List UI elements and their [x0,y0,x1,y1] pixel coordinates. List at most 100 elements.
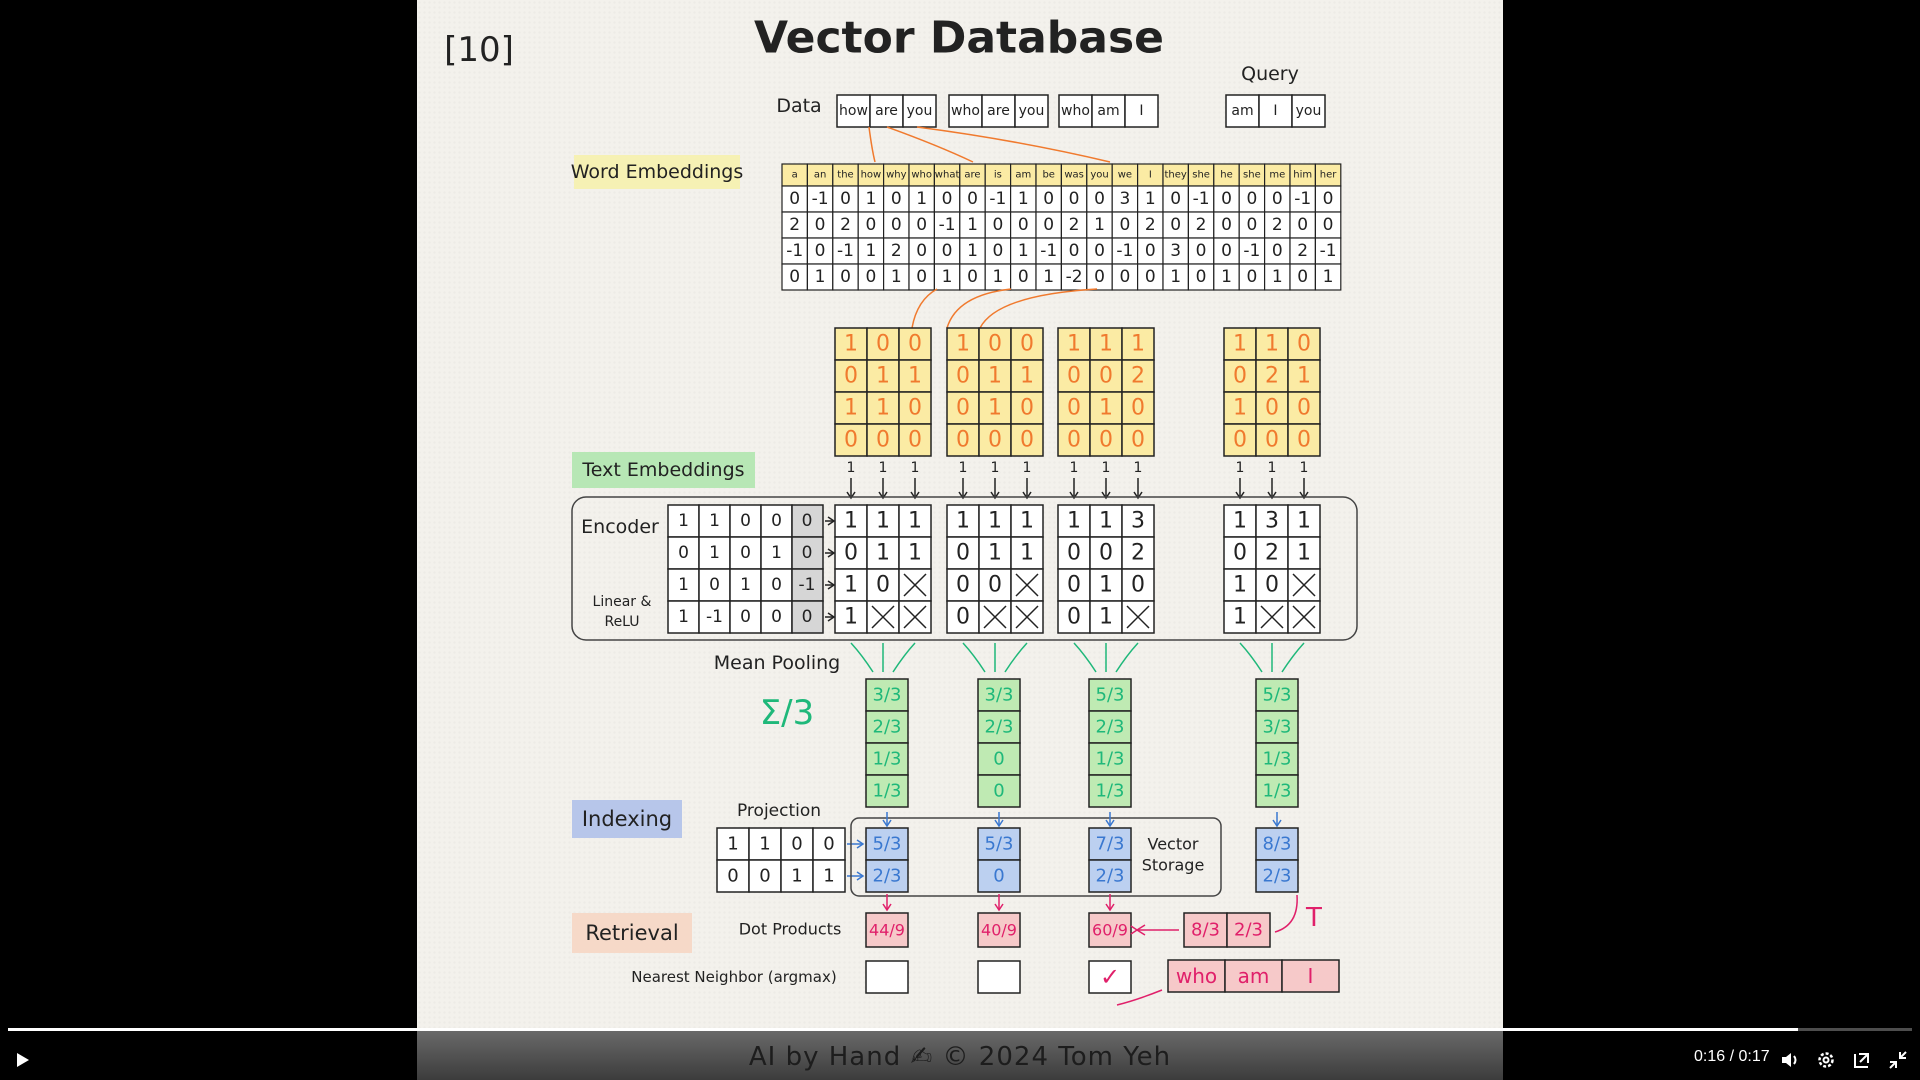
embedding-value: -1 [837,241,854,261]
bias-arrow-head [1101,491,1111,500]
weight-cell [667,568,700,602]
embedding-value: 0 [1246,215,1257,235]
input-matrix-value: 0 [956,364,970,389]
gear-icon[interactable] [1810,1044,1842,1076]
query-to-dot-arrow-head [1130,925,1139,935]
embedding-cell [1187,185,1215,213]
input-matrix-value: 0 [1265,396,1279,421]
credit-right: © 2024 Tom Yeh [942,1042,1172,1072]
pooling-arrow [850,642,874,673]
bias-one: 1 [911,460,920,476]
word-embeddings-label: Word Embeddings [571,161,744,183]
input-matrix-value: 0 [1233,364,1247,389]
pooled-value: 2/3 [873,717,902,738]
retrieval-label-bg [572,913,692,953]
projected-cell [1088,859,1132,893]
volume-icon[interactable] [1774,1044,1806,1076]
projected-value: 2/3 [1263,866,1292,887]
miniplayer-icon[interactable] [1846,1044,1878,1076]
bias-one: 1 [959,460,968,476]
bias-arrow-head [958,491,968,500]
pooled-cell [1255,742,1299,776]
embedding-cell [1162,263,1189,291]
projected-value: 0 [993,866,1004,887]
embedding-value: -1 [1193,189,1210,209]
dot-product-value: 60/9 [1092,921,1128,940]
vocab-word: a [792,170,798,181]
data-word-cell [981,94,1016,128]
answer-word: I [1308,964,1314,988]
weight-cell [760,536,793,570]
vocab-word: is [994,170,1002,181]
input-matrix-cell [946,327,980,361]
bias-arrow-head [1069,491,1079,500]
embedding-value: 2 [1145,215,1156,235]
input-matrix-cell [1089,327,1123,361]
encoded-matrix-value: 1 [1099,573,1113,598]
pooled-value: 3/3 [1263,717,1292,738]
input-matrix-value: 0 [908,396,922,421]
embedding-cell [959,211,986,239]
projection-value: 1 [759,834,770,855]
pooling-arrow [1281,642,1305,673]
input-matrix-value: 1 [1131,332,1145,357]
pooled-value: 1/3 [1263,781,1292,802]
weight-value: 0 [709,575,720,595]
bias-arrow-head [910,491,920,500]
data-word-cell [1058,94,1093,128]
input-matrix-cell [946,359,980,393]
embedding-cell [1187,263,1215,291]
encoder-arrow-head [827,580,836,590]
embedding-value: 0 [1323,215,1334,235]
input-matrix-value: 0 [1067,428,1081,453]
input-matrix-value: 0 [844,364,858,389]
input-matrix-cell [1010,391,1044,425]
projection-value: 0 [791,834,802,855]
input-matrix-cell [978,359,1012,393]
weight-value: 0 [771,607,782,627]
embedding-cell [883,263,910,291]
slide-title: Vector Database [754,13,1164,64]
embedding-value: 0 [1170,215,1181,235]
vocab-word: we [1118,170,1132,181]
query-to-dot-head [1136,924,1146,936]
vocab-word: an [814,170,826,181]
embedding-value: 0 [1196,267,1207,287]
encoded-matrix-cell [834,568,868,602]
bias-cell [791,600,824,634]
bias-value: 0 [802,543,813,563]
bias-value: 0 [802,607,813,627]
pooled-cell [977,710,1021,744]
embedding-value: 2 [789,215,800,235]
pooled-cell [1088,774,1132,808]
encoded-matrix-cell [834,536,868,570]
input-matrix-value: 0 [988,428,1002,453]
projection-cell [748,859,782,893]
dot-product-cell [977,912,1021,948]
progress-fill [8,1028,1798,1031]
embedding-value: 0 [1246,267,1257,287]
pooled-value: 1/3 [1096,781,1125,802]
vocab-word: am [1015,170,1031,181]
data-word: who [951,103,980,119]
embedding-value: 0 [891,215,902,235]
embedding-value: -1 [939,215,956,235]
projected-cell [977,859,1021,893]
vocab-word: her [1320,170,1337,181]
bias-arrow-head [1133,491,1143,500]
pooling-arrow [1239,642,1263,673]
embedding-value: 1 [815,267,826,287]
pooled-value: 0 [993,781,1004,802]
vocab-word: who [911,170,932,181]
encoded-matrix-value: 1 [988,509,1002,534]
vocab-word: the [837,170,853,181]
exit-fullscreen-icon[interactable] [1882,1044,1914,1076]
projected-cell [1255,859,1299,893]
encoded-matrix-value: 1 [844,509,858,534]
embedding-cell [1136,263,1164,291]
pooled-cell [865,774,909,808]
projection-value: 0 [727,866,738,887]
play-icon[interactable] [6,1044,38,1076]
progress-bar[interactable] [8,1028,1912,1031]
